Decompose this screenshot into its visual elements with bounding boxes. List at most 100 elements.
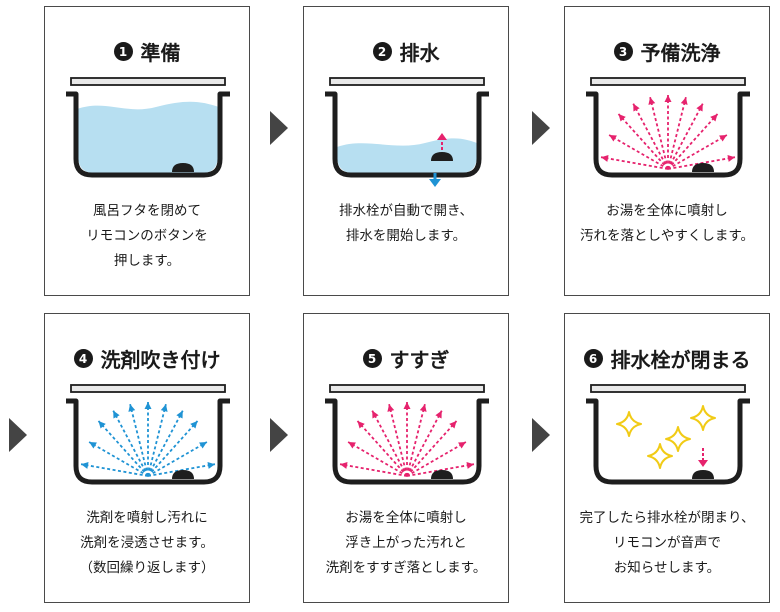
spray-ray [617,113,669,170]
bath-lid [590,384,746,393]
step-4-panel: 4 洗剤吹き付け 洗剤を噴射し汚れに 洗剤を浸透させます。 （数回繰り返します） [44,313,250,603]
spray-arrowhead [207,461,215,469]
step-4-heading: 4 洗剤吹き付け [45,344,249,373]
bath-lid [329,384,485,393]
spray-ray [129,403,149,477]
step-3-description: お湯を全体に噴射し 汚れを落としやすくします。 [565,199,769,249]
drain-plug [431,470,453,479]
spray-arrowhead [435,410,442,419]
step-2-tub-illustration [325,77,489,187]
spray-ray [97,420,149,477]
spray-arrowhead [609,135,617,142]
spray-arrowhead [466,461,474,469]
desc-line: お湯を全体に噴射し [606,203,728,219]
spray-arrowhead [81,461,89,469]
spray-ray [371,410,408,477]
plug-close-arrow [698,448,708,467]
bath-lid [70,77,226,86]
spray-ray [667,103,704,170]
sparkle-icon [690,405,716,431]
spray-ray [600,156,669,170]
spray-arrowhead [128,404,136,412]
step-1-heading: 1 準備 [45,37,249,66]
step-6-tub-illustration [586,384,750,485]
spray-ray [147,410,184,477]
step-5-description: お湯を全体に噴射し 浮き上がった汚れと 洗剤をすすぎ落とします。 [304,506,508,581]
spray-ray [356,420,408,477]
step-4-tub-illustration [66,384,230,485]
spray-ray [147,420,199,477]
step-3-heading: 3 予備洗浄 [565,37,769,66]
desc-line: （数回繰り返します） [79,560,215,576]
spray-ray [667,113,719,170]
step-6-panel: 6 排水栓が閉まる 完了したら排水栓が閉まり、 リモコンが音声で お知らせします… [564,313,770,603]
drain-plug [692,470,714,479]
spray-fan-hot-water [600,95,736,170]
spray-arrowhead [160,404,168,412]
bath-lid [70,384,226,393]
spray-ray [147,403,167,477]
spray-arrowhead [680,97,688,105]
spray-ray [339,463,408,477]
spray-arrowhead [618,114,626,122]
spray-ray [88,441,149,477]
step-1-tub-illustration [66,77,230,178]
desc-line: 汚れを落としやすくします。 [579,228,754,244]
step-6-heading: 6 排水栓が閉まる [565,344,769,373]
spray-arrowhead [144,402,152,409]
spray-ray [80,463,149,477]
desc-line: 風呂フタを閉めて [93,203,201,219]
bathtub [66,91,230,178]
spray-arrowhead [403,402,411,409]
drain-plug [431,152,453,161]
flow-arrow-2-to-3 [532,111,550,145]
step-5-heading: 5 すすぎ [304,344,508,373]
step-1-panel: 1 準備 風呂フタを閉めて リモコンのボタンを 押します。 [44,6,250,296]
step-2-heading: 2 排水 [304,37,508,66]
spray-fan-detergent [80,402,216,477]
step-2-title: 排水 [399,41,440,65]
step-5-panel: 5 すすぎ お湯を全体に噴射し 浮き上がった汚れと 洗剤をすすぎ落とします。 [303,313,509,603]
step-1-title: 準備 [140,41,181,65]
drain-plug [172,470,194,479]
sparkle-icon [616,411,642,437]
spray-arrowhead [340,461,348,469]
flow-arrow-5-to-6 [532,418,550,452]
flow-arrow-4-to-5 [270,418,288,452]
desc-line: 完了したら排水栓が閉まり、 [579,510,755,526]
tub-water [77,101,219,173]
bathtub [325,91,489,178]
tub-water [337,138,477,173]
step-4-description: 洗剤を噴射し汚れに 洗剤を浸透させます。 （数回繰り返します） [45,506,249,581]
bathtub [66,398,230,485]
step-2-description: 排水栓が自動で開き、 排水を開始します。 [304,199,508,249]
spray-arrowhead [357,421,365,429]
drain-plug [692,163,714,172]
desc-line: 排水栓が自動で開き、 [338,203,474,219]
spray-arrowhead [372,410,379,419]
step-2-number-badge: 2 [372,42,392,61]
spray-ray [347,441,408,477]
plug-lift-arrow [437,133,447,150]
spray-arrowhead [664,95,672,102]
flow-arrow-1-to-2 [270,111,288,145]
spray-ray [406,441,467,477]
spray-arrowhead [458,442,466,449]
spray-arrowhead [696,103,703,112]
desc-line: お知らせします。 [613,560,721,576]
spray-arrowhead [633,103,640,112]
spray-arrowhead [176,410,183,419]
spray-ray [388,403,408,477]
spray-arrowhead [387,404,395,412]
step-3-tub-illustration [586,77,750,178]
desc-line: リモコンが音声で [613,535,721,551]
spray-arrowhead [419,404,427,412]
bath-lid [590,77,746,86]
bathtub [586,91,750,178]
sparkle-icon [647,443,673,469]
drain-flow-arrow [429,173,441,187]
spray-arrowhead [89,442,97,449]
spray-arrowhead [710,114,718,122]
spray-arrowhead [719,135,727,142]
step-3-title: 予備洗浄 [640,41,721,65]
